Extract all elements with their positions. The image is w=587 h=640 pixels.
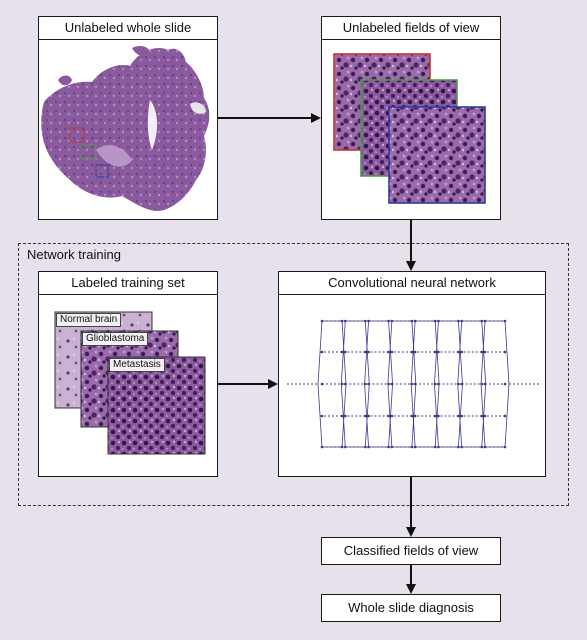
cnn-node	[390, 350, 394, 354]
cnn-node	[320, 414, 324, 418]
cnn-node	[343, 350, 347, 354]
training-set-title: Labeled training set	[39, 272, 217, 295]
cnn-node	[320, 445, 324, 449]
diagnosis-box: Whole slide diagnosis	[321, 594, 501, 622]
cnn-node	[460, 414, 464, 418]
cnn-node	[413, 445, 417, 449]
cnn-node	[410, 350, 414, 354]
cnn-node	[340, 414, 344, 418]
cnn-node	[320, 382, 324, 386]
cnn-node	[437, 414, 440, 418]
cnn-node	[367, 414, 370, 418]
cnn-node	[480, 414, 484, 418]
cnn-graphic	[287, 319, 540, 449]
cnn-node	[320, 350, 324, 354]
cnn-node	[390, 319, 394, 323]
classified-box: Classified fields of view	[321, 537, 501, 565]
cnn-node	[437, 382, 440, 386]
whole-slide-title: Unlabeled whole slide	[39, 17, 217, 40]
cnn-node	[460, 319, 464, 323]
cnn-node	[433, 414, 437, 418]
label-metastasis: Metastasis	[109, 358, 165, 372]
cnn-node	[390, 414, 394, 418]
cnn-node	[460, 382, 464, 386]
cnn-node	[387, 414, 390, 418]
cnn-node	[343, 414, 347, 418]
cnn-node	[320, 319, 324, 323]
cnn-node	[390, 445, 394, 449]
fields-of-view-title: Unlabeled fields of view	[322, 17, 500, 40]
cnn-node	[340, 350, 344, 354]
cnn-node	[363, 350, 367, 354]
cnn-node	[503, 350, 507, 354]
label-normal-brain: Normal brain	[56, 313, 122, 327]
cnn-node	[387, 350, 390, 354]
cnn-node	[343, 382, 347, 386]
cnn-node	[483, 445, 487, 449]
cnn-node	[503, 319, 507, 323]
cnn-title: Convolutional neural network	[279, 272, 545, 295]
cnn-node	[437, 445, 440, 449]
cnn-node	[413, 350, 417, 354]
cnn-node	[503, 445, 507, 449]
label-glioblastoma: Glioblastoma	[82, 332, 149, 346]
cnn-node	[367, 445, 370, 449]
cnn-node	[367, 350, 370, 354]
fields-of-view-images	[333, 53, 486, 204]
cnn-node	[343, 445, 347, 449]
cnn-node	[457, 414, 460, 418]
cnn-node	[410, 414, 414, 418]
cnn-node	[483, 382, 487, 386]
cnn-node	[367, 382, 370, 386]
cnn-node	[413, 319, 417, 323]
cnn-node	[457, 350, 460, 354]
cnn-node	[437, 319, 440, 323]
cnn-node	[367, 319, 370, 323]
cnn-node	[437, 350, 440, 354]
network-training-label: Network training	[24, 247, 124, 262]
cnn-node	[503, 382, 507, 386]
cnn-node	[433, 350, 437, 354]
cnn-node	[363, 414, 367, 418]
cnn-node	[480, 350, 484, 354]
cnn-node	[483, 414, 487, 418]
cnn-node	[483, 350, 487, 354]
cnn-node	[483, 319, 487, 323]
cnn-node	[343, 319, 347, 323]
cnn-node	[503, 414, 507, 418]
cnn-node	[460, 350, 464, 354]
cnn-node	[390, 382, 394, 386]
whole-slide-tissue	[41, 46, 210, 211]
cnn-node	[413, 414, 417, 418]
network-training-region	[18, 243, 569, 506]
cnn-node	[413, 382, 417, 386]
cnn-node	[460, 445, 464, 449]
